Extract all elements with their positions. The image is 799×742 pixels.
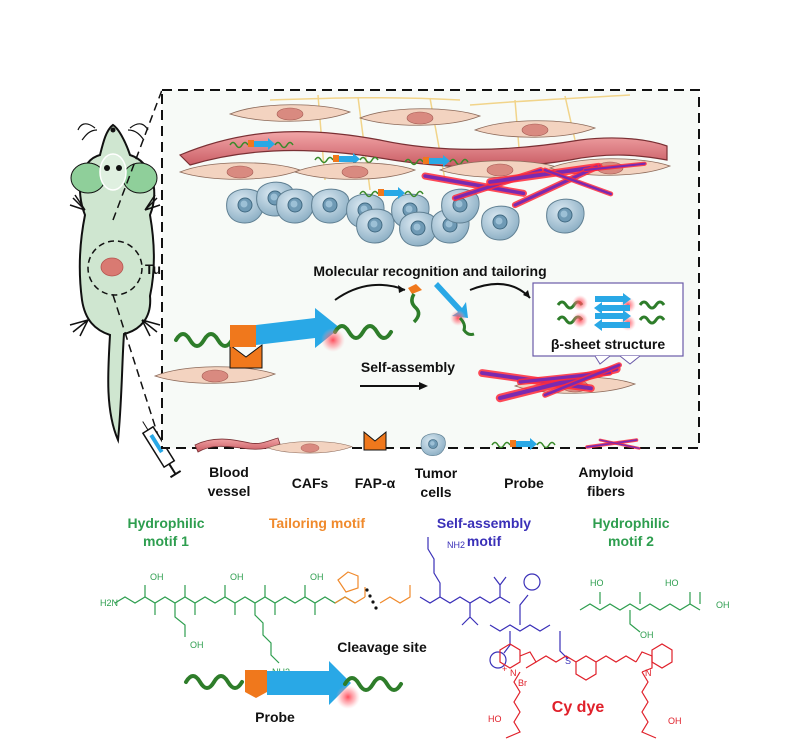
svg-text:fibers: fibers bbox=[587, 483, 625, 499]
svg-text:OH: OH bbox=[640, 630, 654, 640]
motif-labels: Hydrophilic motif 1 Tailoring motif Self… bbox=[127, 515, 669, 549]
svg-text:OH: OH bbox=[230, 572, 244, 582]
svg-text:HO: HO bbox=[665, 578, 679, 588]
blood-vessel bbox=[178, 131, 668, 168]
svg-text:vessel: vessel bbox=[208, 483, 251, 499]
svg-text:motif: motif bbox=[467, 533, 502, 549]
svg-text:NH2: NH2 bbox=[447, 540, 465, 550]
svg-text:OH: OH bbox=[310, 572, 324, 582]
svg-text:N: N bbox=[645, 668, 652, 678]
hydrophilic-motif-2-structure bbox=[579, 592, 701, 633]
svg-text:H2N: H2N bbox=[100, 598, 118, 608]
svg-text:HO: HO bbox=[590, 578, 604, 588]
hydrophilic-motif-2-atoms: HO HO OH OH bbox=[590, 578, 730, 640]
legend-cafs-label: CAFs bbox=[292, 475, 329, 491]
svg-text:motif 1: motif 1 bbox=[143, 533, 189, 549]
legend-blood-vessel-label: Blood bbox=[209, 464, 249, 480]
step-self-assembly-label: Self-assembly bbox=[361, 359, 455, 375]
svg-text:OH: OH bbox=[150, 572, 164, 582]
self-assembly-motif-label: Self-assembly bbox=[437, 515, 531, 531]
svg-text:HO: HO bbox=[488, 714, 502, 724]
legend-tumor-cell-icon bbox=[420, 433, 446, 457]
svg-text:OH: OH bbox=[190, 640, 204, 650]
svg-text:motif 2: motif 2 bbox=[608, 533, 654, 549]
legend-probe-label: Probe bbox=[504, 475, 544, 491]
legend-fap-alpha-icon bbox=[363, 430, 387, 451]
svg-text:OH: OH bbox=[716, 600, 730, 610]
self-assembly-motif-atoms: NH2 S bbox=[447, 540, 571, 666]
self-assembly-motif-structure bbox=[419, 537, 569, 669]
cy-dye-atoms: N + Br N HO OH bbox=[488, 664, 682, 726]
hydrophilic-motif-1-structure bbox=[114, 585, 356, 664]
zoom-guide-line bbox=[112, 89, 163, 221]
fap-alpha-enzyme bbox=[229, 344, 263, 369]
cleavage-site-marker bbox=[365, 588, 378, 610]
cy-dye-structure bbox=[499, 643, 673, 739]
cleavage-site-label: Cleavage site bbox=[337, 639, 427, 655]
tailoring-motif-label: Tailoring motif bbox=[269, 515, 366, 531]
svg-text:+: + bbox=[502, 664, 507, 674]
svg-text:N: N bbox=[510, 668, 517, 678]
mouse-illustration bbox=[69, 123, 161, 444]
legend-amyloid-fibers-label: Amyloid bbox=[578, 464, 633, 480]
hydrophilic-motif-2-label: Hydrophilic bbox=[592, 515, 669, 531]
syringe-icon bbox=[141, 421, 182, 479]
svg-text:Br: Br bbox=[518, 678, 527, 688]
legend-labels: Blood vessel CAFs FAP-α Tumor cells Prob… bbox=[208, 464, 634, 500]
tailoring-motif-structure bbox=[334, 571, 411, 604]
probe-label: Probe bbox=[255, 709, 295, 725]
step-recognition-label: Molecular recognition and tailoring bbox=[313, 263, 546, 279]
legend-blood-vessel-icon bbox=[194, 437, 281, 453]
cy-dye-label: Cy dye bbox=[552, 699, 605, 716]
svg-text:S: S bbox=[565, 656, 571, 666]
cleaved-fragments bbox=[408, 282, 475, 336]
legend-tumor-cells-label: Tumor bbox=[415, 465, 458, 481]
svg-text:OH: OH bbox=[668, 716, 682, 726]
legend bbox=[194, 430, 641, 457]
beta-sheet-illustration bbox=[556, 293, 666, 331]
probe-schematic bbox=[184, 661, 403, 709]
legend-fap-alpha-label: FAP-α bbox=[355, 475, 396, 491]
zoom-guide-line bbox=[112, 294, 163, 449]
hydrophilic-motif-1-atoms: H2N OH OH OH OH NH2 bbox=[100, 572, 324, 677]
intact-probe bbox=[174, 308, 393, 352]
beta-sheet-label: β-sheet structure bbox=[551, 336, 666, 352]
hydrophilic-motif-1-label: Hydrophilic bbox=[127, 515, 204, 531]
svg-text:cells: cells bbox=[420, 484, 451, 500]
